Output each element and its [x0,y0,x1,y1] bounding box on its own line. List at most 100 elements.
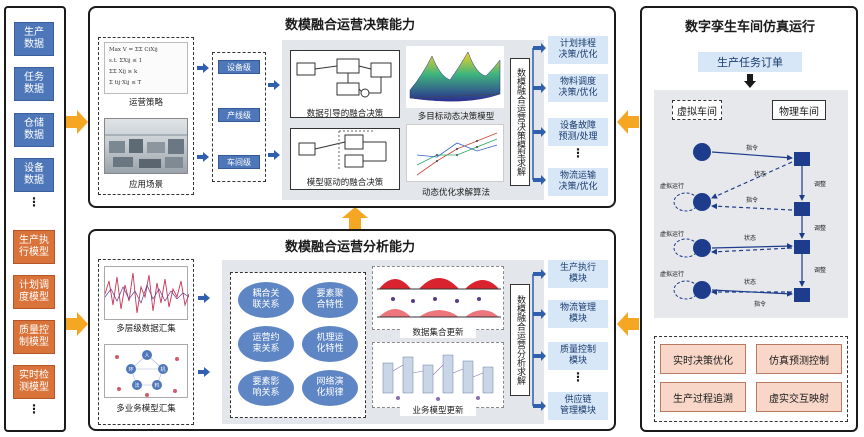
feature-influence: 要素影 响关系 [238,370,294,406]
arrow-strategy-to-levels-2 [197,152,209,162]
analysis-output-supply-chain: 供应链 管理模块 [548,392,608,420]
label-virtual-run-2: 虚拟运行 [660,230,684,238]
label-state-1: 状态 [754,170,766,178]
data-driven-block [290,50,400,118]
formula-line-4: Σ tij·Xij ≤ T [109,80,142,86]
analysis-output-logistics: 物流管理 模块 [548,300,608,328]
multi-objective-surface-plot [406,46,504,108]
data-item-production: 生产 数据 [14,22,54,56]
data-item-task: 任务 数据 [14,67,54,101]
data-item-equipment: 设备 数据 [14,158,54,192]
model-item-plan-schedule: 计划调 度模型 [13,275,55,309]
feature-constraint: 运营约 束关系 [238,326,294,362]
strategy-formula-image: Max V = ΣΣ CiXij s.t. ΣXij ≤ 1 ΣΣ Xij ≥ … [104,42,188,94]
multi-level-data-caption: 多层级数据汇集 [108,322,184,334]
label-virtual-run-1: 虚拟运行 [660,182,684,190]
levels-group [212,52,266,182]
analysis-title: 数模融合运营分析能力 [284,240,415,255]
right-arrow-bottom [617,312,639,336]
twin-cap-simulation: 仿真预测控制 [756,344,842,374]
model-item-realtime-detect: 实时检 测模型 [13,365,55,399]
dynamic-opt-plot [406,124,504,182]
label-virtual-run-3: 虚拟运行 [660,270,684,278]
label-adjust-3: 调整 [814,266,826,274]
model-dots: ⋮ [28,402,40,416]
label-adjust-2: 调整 [814,224,826,232]
multi-objective-caption: 多目标动态决策模型 [417,112,495,122]
node-material: 料 [154,382,159,389]
node-environment: 环 [128,367,133,373]
feature-aggregation: 要素聚 合特性 [302,282,358,318]
label-cmd-1: 指令 [746,144,758,152]
data-set-update-image [372,266,504,330]
multi-level-data-image [104,266,190,320]
arrow-strategy-to-levels-1 [197,63,209,73]
twin-order-label: 生产任务订单 [717,56,783,69]
decision-output-dots: ⋮ [572,146,584,160]
formula-line-3: ΣΣ Xij ≥ k [109,69,138,75]
twin-capabilities-group [654,336,848,422]
scene-caption: 应用场景 [118,178,174,190]
arrow-collect-to-features-1 [198,293,210,303]
model-item-production-exec: 生产执 行模型 [13,230,55,264]
formula-line-1: Max V = ΣΣ CiXij [109,47,158,53]
decision-output-fault: 设备故障 预测/处理 [548,118,608,146]
factory-scene-image [104,118,188,174]
decision-output-material: 物料调度 决策/优化 [548,74,608,102]
left-arrow-bottom [66,312,88,336]
order-down-arrow [744,74,756,88]
label-adjust-1: 调整 [814,180,826,188]
decision-solver-label: 数模融合运营决策模型求解 [510,58,530,186]
arrows-solver-to-outputs [532,43,546,185]
data-driven-caption: 数据引导的融合决策 [306,109,384,119]
analysis-output-quality: 质量控制 模块 [548,342,608,370]
model-driven-block [290,128,400,190]
left-arrow-top [66,110,88,134]
arrow-levels-to-fusion-2 [268,150,280,160]
twin-cap-trace: 生产过程追溯 [660,382,746,412]
physical-workshop-label: 物理车间 [772,100,826,120]
label-cmd-3: 指令 [754,300,766,308]
node-person: 人 [144,353,149,359]
data-model-collect-group [98,259,194,425]
multi-model-network-image: 人 机 料 法 环 [104,344,188,398]
decision-output-logistics: 物流运输 决策/优化 [548,168,608,196]
twin-cap-realtime: 实时决策优化 [660,344,746,374]
physical-workshop-text: 物理车间 [779,106,819,118]
label-state-2: 状态 [744,234,756,242]
twin-flow-diagram: 指令 状态 调整 指令 调整 状态 状态 调整 指令 虚拟运行 虚拟运行 虚拟运… [660,143,826,308]
analysis-output-production: 生产执行 模块 [548,260,608,288]
level-workshop: 车间级 [218,155,260,169]
feature-mechanism: 机理运 化特性 [302,326,358,362]
model-update-image [372,342,504,408]
analysis-output-dots: ⋮ [572,370,584,384]
model-driven-caption: 模型驱动的融合决策 [306,178,384,188]
model-update-caption: 业务模型更新 [400,404,476,416]
analysis-solver-label: 数模融合运营分析求解 [510,284,530,396]
virtual-workshop-label: 虚拟车间 [672,100,722,120]
node-machine: 机 [160,366,165,373]
level-equipment: 设备级 [218,60,260,74]
label-cmd-2: 指令 [746,196,758,204]
strategy-caption: 运营策略 [118,96,174,108]
data-set-update-caption: 数据集合更新 [400,326,476,338]
level-line: 产线级 [218,108,260,122]
strategy-scene-group [98,37,194,195]
arrows-analysis-to-outputs [532,269,546,411]
twin-order-box: 生产任务订单 [698,52,802,72]
up-arrow-center [342,207,368,229]
right-arrow-top [617,110,639,134]
decision-title: 数模融合运营决策能力 [284,18,415,33]
twin-sim-area [654,90,848,318]
arrow-collect-to-features-2 [198,367,210,377]
multi-model-caption: 多业务模型汇集 [108,402,184,414]
twin-title: 数字孪生车间仿真运行 [684,20,815,35]
feature-evolution: 网络演 化规律 [302,370,358,406]
decision-output-plan: 计划排程 决策/优化 [548,36,608,64]
arrow-levels-to-fusion-1 [268,80,280,90]
node-method: 法 [134,382,139,389]
formula-line-2: s.t. ΣXij ≤ 1 [109,58,143,64]
label-state-3: 状态 [744,278,756,286]
feature-coupling: 耦合关 联关系 [238,282,294,318]
model-item-quality-control: 质量控 制模型 [13,320,55,354]
